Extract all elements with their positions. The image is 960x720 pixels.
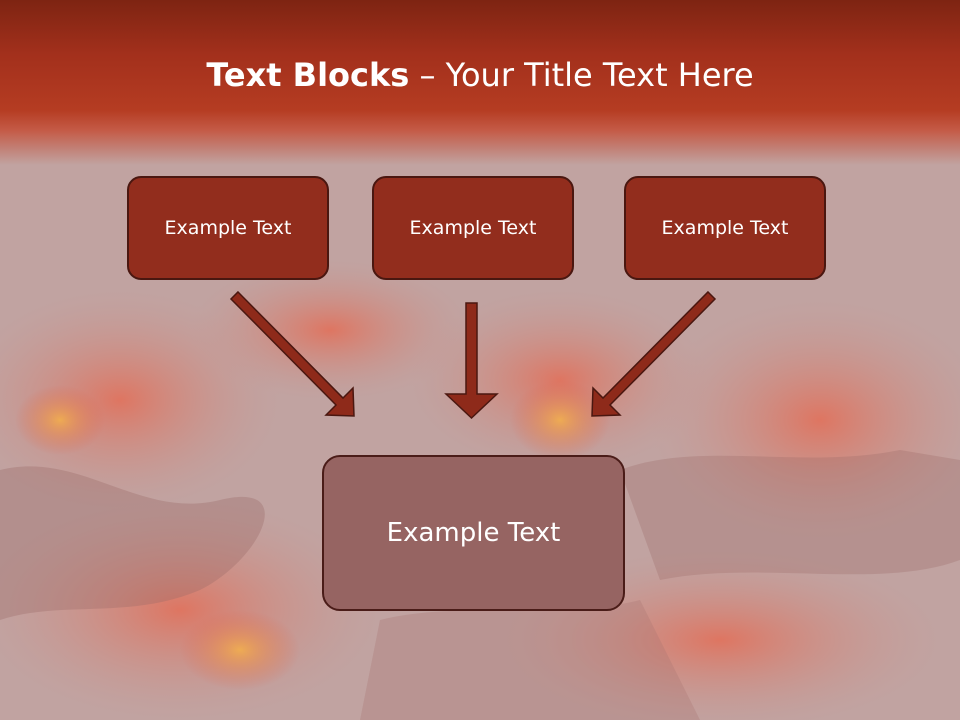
slide-title: Text Blocks – Your Title Text Here [0,56,960,94]
down-right-arrow-icon [229,290,355,417]
text-block-right-label: Example Text [661,217,789,239]
title-bold: Text Blocks [206,56,410,94]
down-arrow-icon [444,302,499,420]
title-dash: – [409,56,446,94]
title-bar [0,0,960,165]
title-rest: Your Title Text Here [445,56,754,94]
text-block-center-label: Example Text [409,217,537,239]
down-left-arrow-icon [591,290,717,417]
text-block-bottom-label: Example Text [386,518,561,548]
text-block-bottom: Example Text [322,455,625,611]
text-block-right: Example Text [624,176,826,280]
text-block-left: Example Text [127,176,329,280]
text-block-center: Example Text [372,176,574,280]
text-block-left-label: Example Text [164,217,292,239]
